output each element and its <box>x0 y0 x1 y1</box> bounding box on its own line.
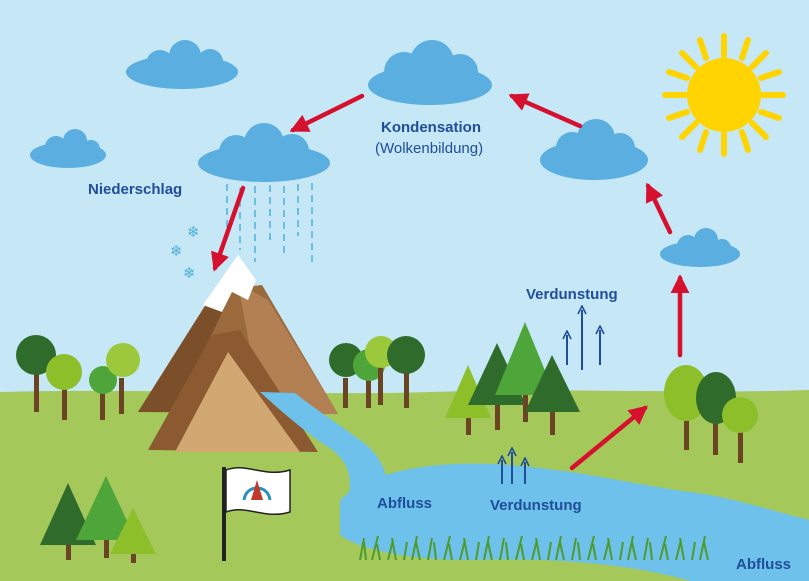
cloud-icon <box>126 40 238 89</box>
label-kondensation: Kondensation <box>381 119 481 136</box>
tree-icon <box>664 365 708 450</box>
label-verdunstung-top: Verdunstung <box>526 286 618 303</box>
tree-icon <box>525 355 580 435</box>
label-abfluss-right: Abfluss <box>736 556 792 573</box>
evaporation-arrows-top <box>567 310 600 370</box>
label-wolkenbildung: (Wolkenbildung) <box>375 140 484 157</box>
cloud-icon <box>30 129 106 168</box>
tree-icon <box>106 343 140 414</box>
lake <box>340 463 809 581</box>
tree-icon <box>16 335 56 412</box>
river <box>260 392 388 508</box>
sun-icon <box>662 33 786 157</box>
evaporation-arrows-bottom <box>502 452 525 484</box>
arrow-rise-upper <box>645 182 673 235</box>
cloud-icon <box>660 228 740 267</box>
arrow-precipitation <box>211 185 246 272</box>
label-verdunstung-bottom: Verdunstung <box>490 497 582 514</box>
mountain-icon <box>138 255 338 452</box>
cycle-arrows <box>211 93 690 471</box>
rain <box>226 183 313 265</box>
tree-icon <box>110 508 156 563</box>
tree-icon <box>46 354 82 420</box>
tree-icon <box>89 366 117 420</box>
flag-icon <box>222 466 291 561</box>
tree-icon <box>495 322 555 422</box>
tree-icon <box>76 476 136 558</box>
snowflake-icon: ❄ <box>187 223 200 241</box>
grass <box>359 535 709 561</box>
arrow-condensation-left <box>289 93 365 133</box>
label-abfluss-left: Abfluss <box>377 495 433 512</box>
arrow-evaporation-lake <box>569 405 648 471</box>
tree-icon <box>387 336 425 408</box>
cloud-icon <box>368 40 492 105</box>
label-niederschlag: Niederschlag <box>88 181 183 198</box>
cloud-icon <box>540 119 648 180</box>
cloud-icon <box>198 123 330 182</box>
snowflake-icon: ❄ <box>170 242 183 260</box>
tree-icon <box>722 397 758 463</box>
snowflake-icon: ❄ <box>183 264 196 282</box>
arrow-condensation-right <box>508 93 583 129</box>
